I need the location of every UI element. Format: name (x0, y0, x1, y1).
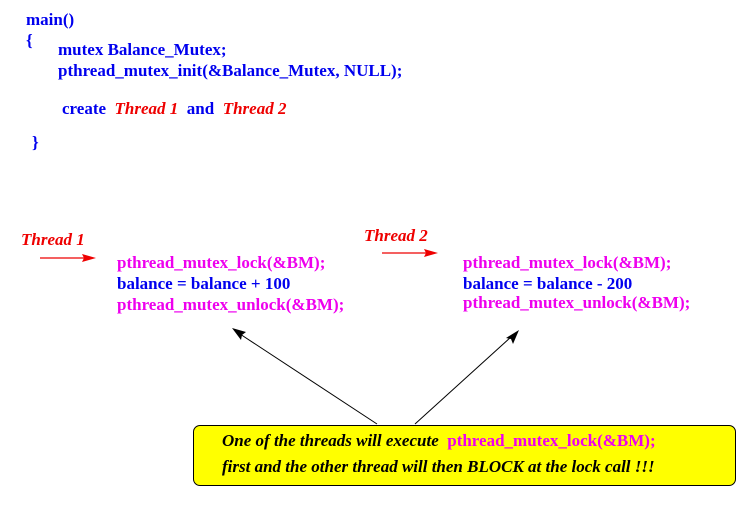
callout-line2: first and the other thread will then BLO… (222, 457, 655, 476)
callout-line1-prefix: One of the threads will execute (222, 431, 439, 450)
thread2-ref: Thread 2 (222, 99, 287, 118)
thread2-unlock-call: pthread_mutex_unlock(&BM); (463, 293, 691, 312)
main-signature: main() (26, 10, 75, 29)
callout-arrow-to-thread2 (414, 330, 519, 425)
create-word: create (62, 99, 107, 118)
mutex-init-call: pthread_mutex_init(&Balance_Mutex, NULL)… (58, 61, 403, 80)
mutex-declaration: mutex Balance_Mutex; (58, 40, 227, 59)
thread2-balance-statement: balance = balance - 200 (463, 274, 633, 293)
thread2-label: Thread 2 (364, 226, 428, 245)
thread1-ref: Thread 1 (114, 99, 179, 118)
thread1-label: Thread 1 (21, 230, 85, 249)
create-threads-line: create Thread 1 and Thread 2 (62, 99, 286, 119)
close-brace: } (32, 133, 39, 152)
open-brace: { (26, 31, 33, 50)
callout-arrow-to-thread1 (232, 328, 378, 425)
thread1-unlock-call: pthread_mutex_unlock(&BM); (117, 295, 345, 314)
and-word: and (186, 99, 215, 118)
callout-line1: One of the threads will execute pthread_… (222, 431, 656, 451)
callout-lock-call: pthread_mutex_lock(&BM); (447, 431, 656, 450)
thread2-lock-call: pthread_mutex_lock(&BM); (463, 253, 672, 272)
callout-box (193, 425, 736, 486)
thread2-arrow (382, 249, 438, 257)
thread1-balance-statement: balance = balance + 100 (117, 274, 291, 293)
thread1-lock-call: pthread_mutex_lock(&BM); (117, 253, 326, 272)
thread1-arrow (40, 254, 96, 262)
